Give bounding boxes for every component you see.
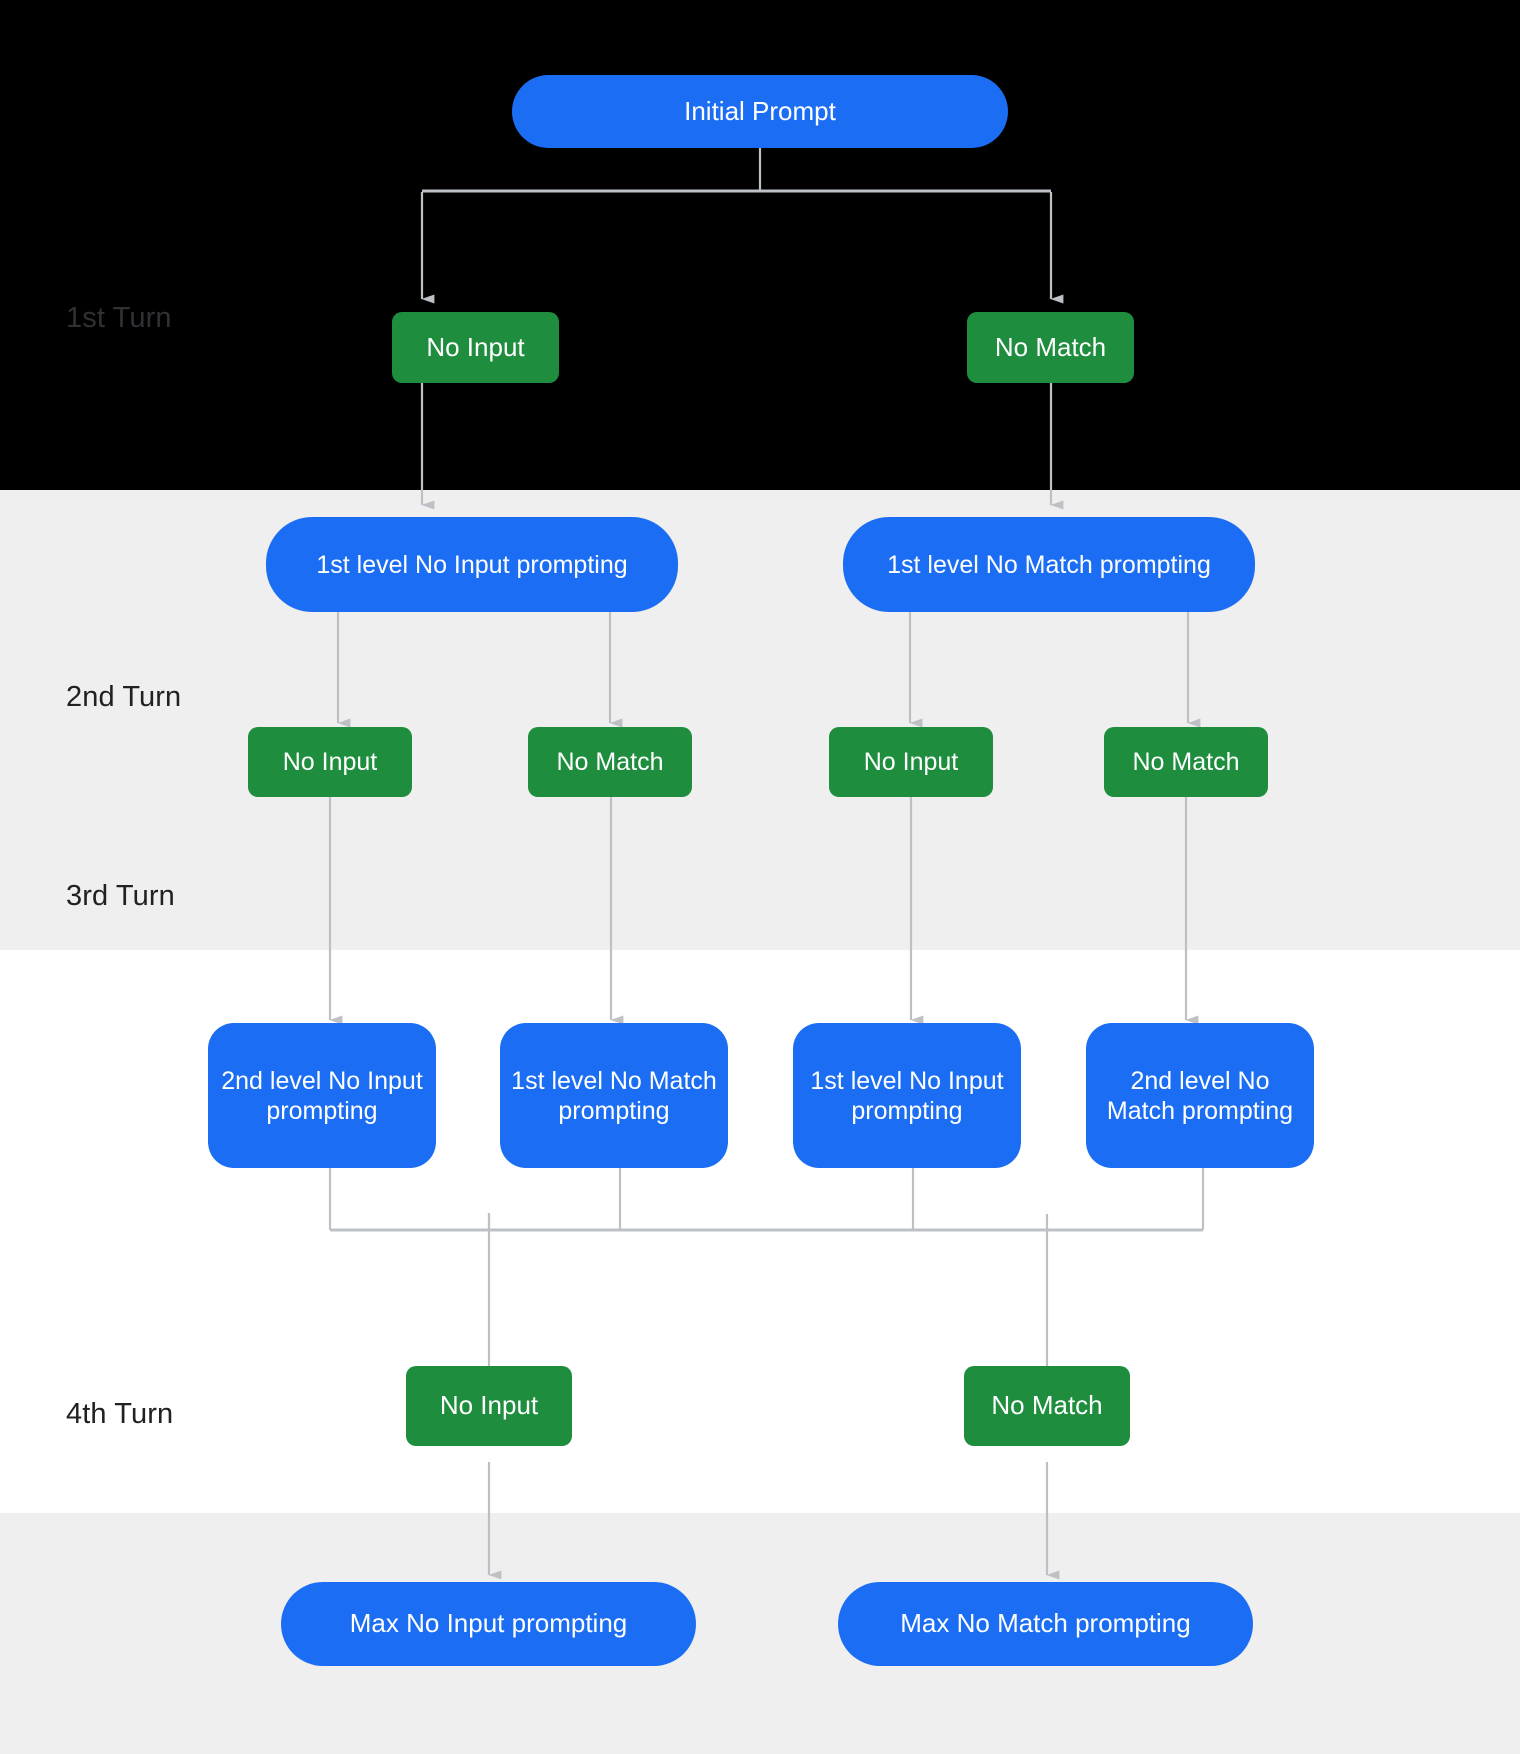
node-t1-no-match[interactable]: No Match [967,312,1134,383]
node-t4-max-no-input[interactable]: Max No Input prompting [281,1582,696,1666]
band-2nd-turn [0,490,1520,950]
node-t3-prompt-1st-no-match[interactable]: 1st level No Match prompting [500,1023,728,1168]
node-t3-prompt-2nd-no-match[interactable]: 2nd level No Match prompting [1086,1023,1314,1168]
node-t2-no-match-a[interactable]: No Match [528,727,692,797]
node-t2-no-input-a[interactable]: No Input [248,727,412,797]
node-t1-no-input[interactable]: No Input [392,312,559,383]
node-t2-prompt-no-input[interactable]: 1st level No Input prompting [266,517,678,612]
node-t3-prompt-2nd-no-input[interactable]: 2nd level No Input prompting [208,1023,436,1168]
node-t3-prompt-1st-no-input[interactable]: 1st level No Input prompting [793,1023,1021,1168]
node-t3-no-match[interactable]: No Match [964,1366,1130,1446]
band-1st-turn [0,0,1520,490]
turn-label-1st: 1st Turn [66,302,172,334]
node-t2-prompt-no-match[interactable]: 1st level No Match prompting [843,517,1255,612]
node-t4-max-no-match[interactable]: Max No Match prompting [838,1582,1253,1666]
node-t3-no-input[interactable]: No Input [406,1366,572,1446]
turn-label-2nd: 2nd Turn [66,681,182,713]
node-t2-no-input-b[interactable]: No Input [829,727,993,797]
turn-label-3rd: 3rd Turn [66,880,175,912]
turn-label-4th: 4th Turn [66,1398,174,1430]
node-initial-prompt[interactable]: Initial Prompt [512,75,1008,148]
band-4th-turn [0,1513,1520,1754]
node-t2-no-match-b[interactable]: No Match [1104,727,1268,797]
